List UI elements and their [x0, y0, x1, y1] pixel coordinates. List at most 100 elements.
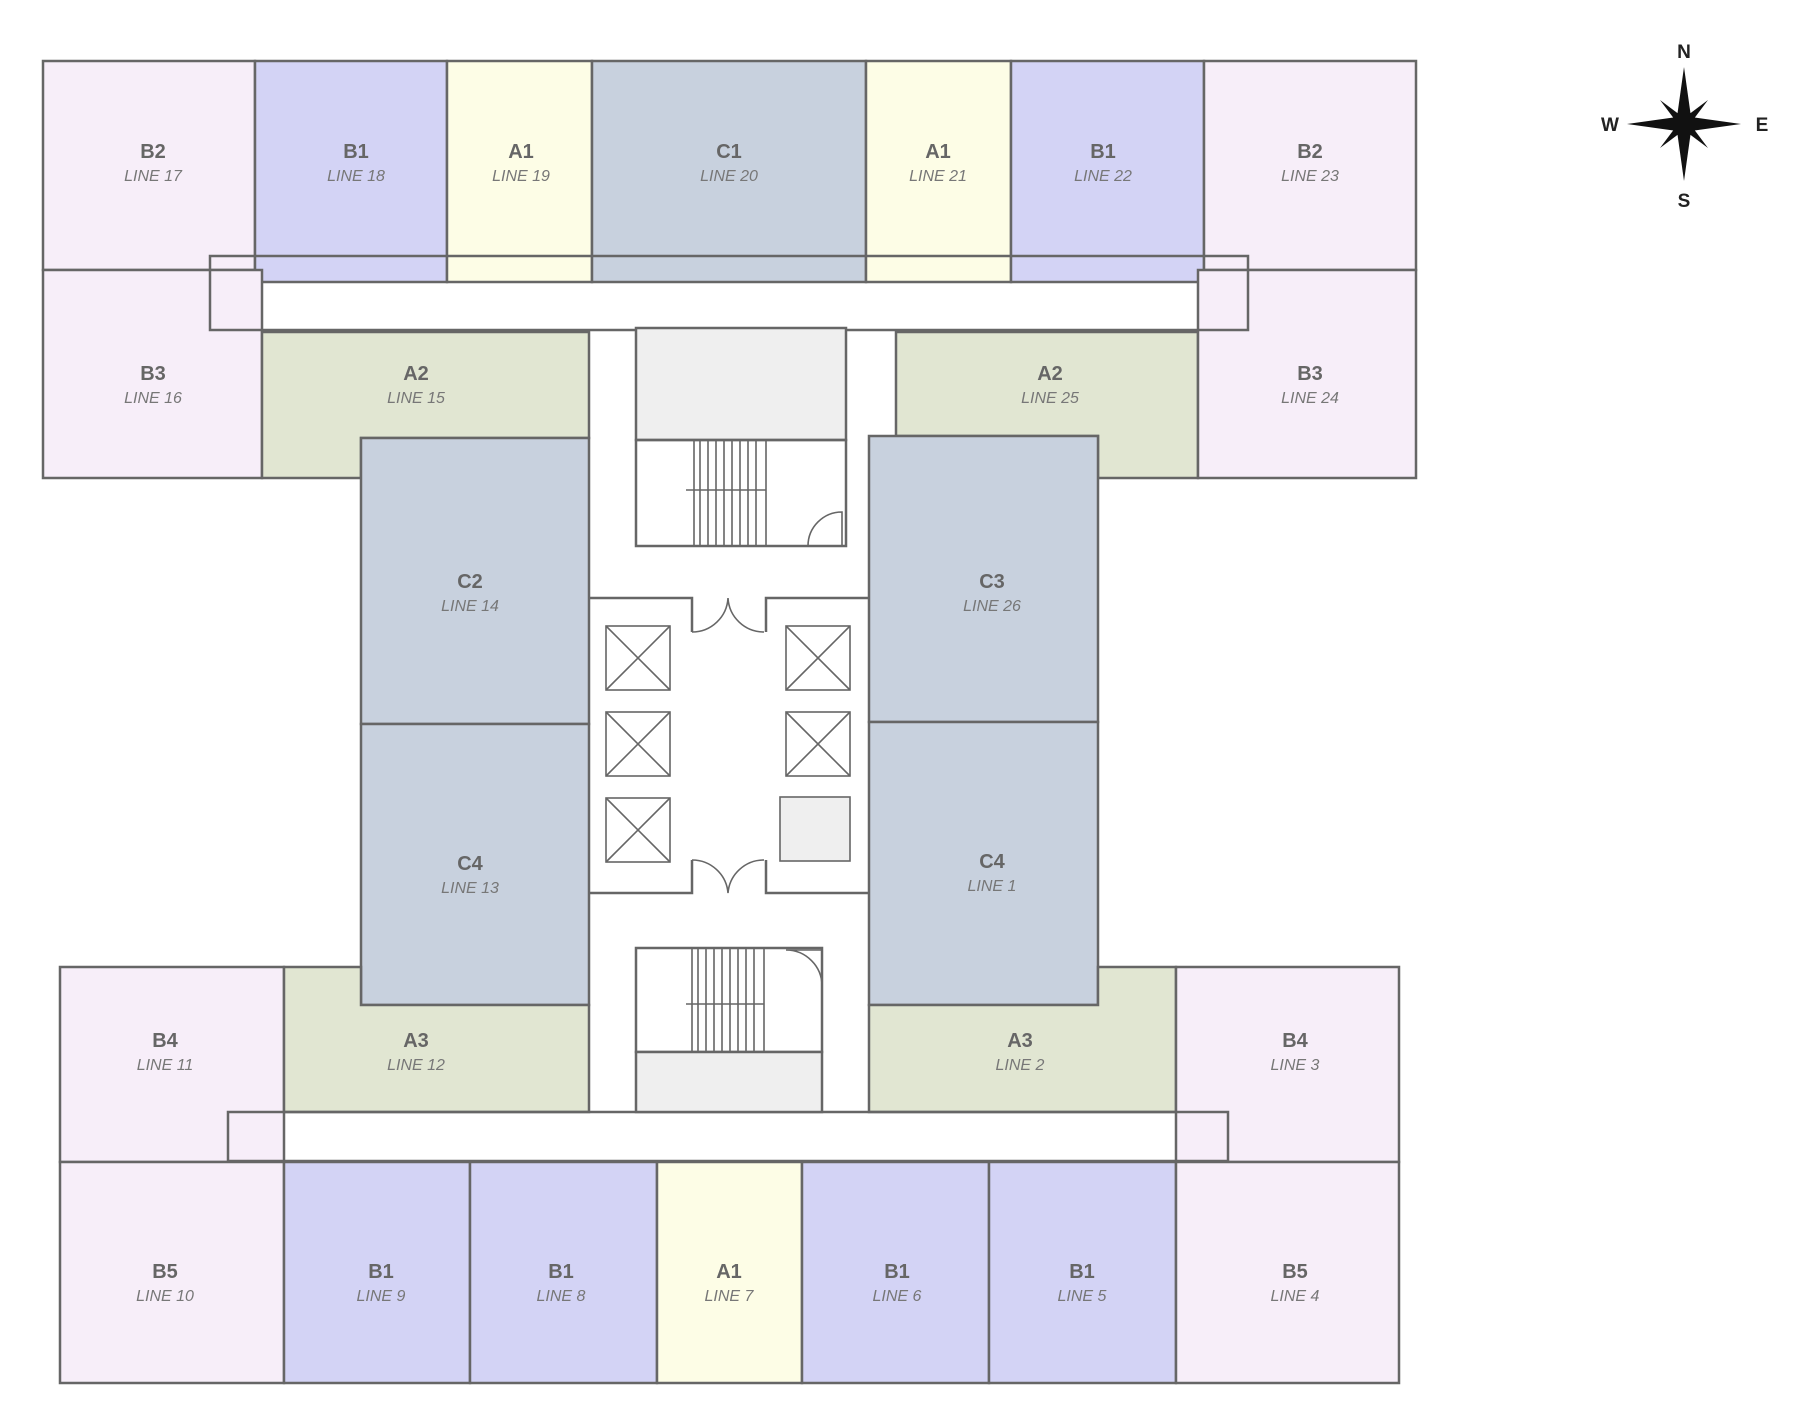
- unit-type-label: B1: [343, 141, 369, 163]
- north-stair-service-room: [634, 326, 848, 442]
- compass-south-point-icon: [1677, 124, 1691, 181]
- unit-type-label: B2: [140, 141, 166, 163]
- compass-east-point-icon: [1684, 117, 1741, 131]
- lobby-south-double-door-icon: [691, 859, 765, 894]
- unit-type-label: A1: [508, 141, 534, 163]
- unit-line-label: LINE 19: [492, 168, 550, 185]
- south-stair-room: [634, 946, 824, 1054]
- east-elevator-2-cross-b: [785, 711, 851, 777]
- west-elevator-shafts: [605, 625, 671, 863]
- unit-shape[interactable]: [1202, 59, 1418, 272]
- compass-west-label: W: [1601, 115, 1619, 136]
- west-elevator-2-cross-b: [605, 711, 671, 777]
- unit-type-label: B5: [152, 1261, 178, 1283]
- unit-type-label: B4: [1282, 1030, 1308, 1052]
- unit-type-label: B5: [1282, 1261, 1308, 1283]
- unit-line-label: LINE 10: [136, 1288, 194, 1305]
- east-elevator-1-cross-b: [785, 625, 851, 691]
- compass-se-point-icon: [1684, 124, 1708, 148]
- unit-shape[interactable]: [1174, 1160, 1401, 1385]
- west-elevator-3-cross-b: [605, 797, 671, 863]
- unit-shape[interactable]: [41, 59, 257, 272]
- unit-line-label: LINE 2: [996, 1057, 1045, 1074]
- unit-line-label: LINE 6: [873, 1288, 922, 1305]
- unit-type-label: A3: [403, 1030, 429, 1052]
- east-elevator-1: [785, 625, 851, 691]
- north-stair-room: [634, 438, 848, 548]
- unit-line-label: LINE 13: [441, 880, 499, 897]
- unit-line-label: LINE 16: [124, 390, 182, 407]
- unit-type-label: B1: [548, 1261, 574, 1283]
- north-stair-core: [634, 326, 848, 548]
- unit-type-label: B3: [1297, 363, 1323, 385]
- unit-type-label: C4: [457, 853, 483, 875]
- unit-line-label: LINE 5: [1058, 1288, 1107, 1305]
- unit-type-label: A1: [716, 1261, 742, 1283]
- compass-nw-point-icon: [1660, 100, 1684, 124]
- south-stair-door-icon: [785, 949, 823, 987]
- unit-line-label: LINE 7: [705, 1288, 755, 1305]
- unit-line-label: LINE 14: [441, 598, 499, 615]
- unit-line-label: LINE 21: [909, 168, 967, 185]
- unit-type-label: A1: [925, 141, 951, 163]
- unit-line-label: LINE 18: [327, 168, 385, 185]
- compass-south-label: S: [1678, 191, 1691, 212]
- unit-type-label: A3: [1007, 1030, 1033, 1052]
- unit-type-label: B1: [1069, 1261, 1095, 1283]
- unit-type-label: B1: [884, 1261, 910, 1283]
- unit-type-label: A2: [403, 363, 429, 385]
- unit-line-label: LINE 22: [1074, 168, 1132, 185]
- unit-shape[interactable]: [1196, 268, 1418, 480]
- lobby-north-double-door-icon: [691, 597, 765, 633]
- compass-sw-point-icon: [1660, 124, 1684, 148]
- compass-north-point-icon: [1677, 67, 1691, 124]
- unit-type-label: B3: [140, 363, 166, 385]
- unit-type-label: C3: [979, 571, 1005, 593]
- north-stairs-icon: [686, 439, 767, 547]
- unit-line-label: LINE 25: [1021, 390, 1079, 407]
- north-stair-run-outline: [693, 439, 767, 547]
- unit-line-label: LINE 9: [357, 1288, 406, 1305]
- east-elevator-shafts: [785, 625, 851, 777]
- west-elevator-core-outline: [590, 596, 694, 895]
- unit-line-label: LINE 12: [387, 1057, 445, 1074]
- unit-type-label: B4: [152, 1030, 178, 1052]
- unit-type-label: C1: [716, 141, 742, 163]
- unit-line-label: LINE 11: [137, 1057, 194, 1074]
- compass-west-point-icon: [1627, 117, 1684, 131]
- south-stairs-icon: [686, 947, 765, 1053]
- west-elevator-2: [605, 711, 671, 777]
- south-stair-core: [634, 946, 824, 1114]
- unit-type-label: B1: [1090, 141, 1116, 163]
- unit-line-label: LINE 26: [963, 598, 1021, 615]
- west-elevator-core: [590, 596, 694, 895]
- east-elevator-core-outline: [764, 596, 868, 895]
- unit-line-label: LINE 15: [387, 390, 445, 407]
- east-elevator-2: [785, 711, 851, 777]
- west-elevator-1-cross-b: [605, 625, 671, 691]
